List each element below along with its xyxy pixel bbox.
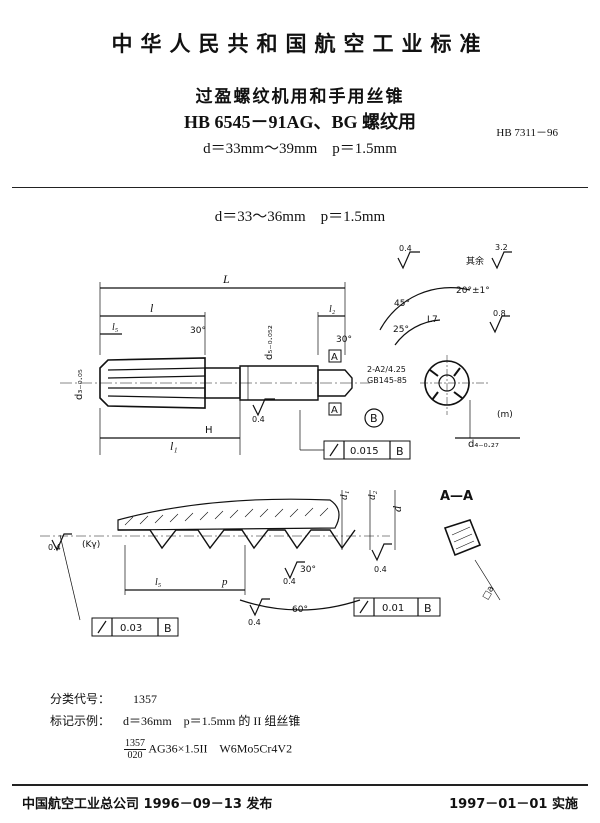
tap-side-view: L l l₅ l₂ l₁ d₃₋₀.₀₅ d₅₋₀.₀₅₂ (60, 272, 411, 460)
datum-B-circle: B (370, 412, 378, 425)
label-L7: L7 (427, 315, 438, 325)
angle-25: 25° (393, 325, 409, 335)
classification-label: 分类代号： (50, 692, 111, 706)
roughness-04-c: 0.4 (283, 577, 296, 586)
standard-header: 中华人民共和国航空工业标准 (111, 32, 489, 56)
roughness-04-b: 0.4 (48, 543, 61, 552)
issued-date: 中国航空工业总公司 1996－09－13 发布 (22, 797, 273, 812)
angle-30-profile: 30° (300, 565, 316, 575)
fraction-denominator: 020 (127, 750, 143, 761)
mark-example-label: 标记示例： (50, 714, 111, 728)
dim-d: d (390, 505, 404, 512)
header-divider (12, 187, 588, 188)
roughness-04-d: 0.4 (248, 618, 261, 627)
angle-30-2: 30° (336, 335, 352, 345)
label-ky: (Kγ) (82, 540, 100, 550)
tolerance-003: 0.03 (120, 623, 142, 634)
dim-d2: d₂ (366, 491, 378, 501)
tolerance-datum-B3: B (424, 602, 432, 615)
mark-example-row: 标记示例： d＝36mm p＝1.5mm 的 II 组丝锥 (50, 712, 300, 729)
dim-d1: d₁ (338, 491, 350, 501)
mark-fraction: 1357 020 (124, 738, 146, 761)
roughness-32: 3.2 (495, 243, 508, 252)
mark-example-text: d＝36mm p＝1.5mm 的 II 组丝锥 (123, 714, 301, 728)
dim-p: p (221, 576, 228, 588)
label-H: H (205, 425, 213, 436)
tolerance-0015: 0.015 (350, 446, 379, 457)
footer-divider (12, 784, 588, 786)
roughness-04-a: 0.4 (252, 415, 265, 424)
dim-l5-detail: l₅ (155, 577, 162, 588)
title-line-3: d＝33mm～39mm p＝1.5mm (203, 141, 397, 157)
fraction-numerator: 1357 (124, 738, 146, 750)
square-a: □a (481, 584, 497, 601)
angle-20: 20°±1° (456, 286, 490, 296)
section-A-top: A (331, 352, 338, 363)
classification-row: 分类代号： 1357 (50, 690, 157, 707)
tolerance-001: 0.01 (382, 603, 404, 614)
angle-45: 45° (394, 299, 410, 309)
tap-technical-drawing: L l l₅ l₂ l₁ d₃₋₀.₀₅ d₅₋₀.₀₅₂ (40, 243, 520, 637)
effective-date: 1997－01－01 实施 (449, 797, 578, 812)
dim-d3: d₃₋₀.₀₅ (74, 369, 85, 400)
dim-d5: d₅₋₀.₀₅₂ (264, 325, 275, 360)
center-hole-note-1: 2-A2/4.25 (367, 365, 406, 374)
classification-value: 1357 (133, 692, 158, 706)
dim-l2: l₂ (329, 304, 336, 315)
dim-l5: l₅ (112, 322, 119, 333)
mark-code: AG36×1.5II W6Mo5Cr4V2 (148, 741, 293, 756)
roughness-rest-label: 其余 (466, 255, 484, 267)
range-subtitle: d＝33～36mm p＝1.5mm (214, 209, 386, 225)
roughness-08: 0.8 (493, 309, 506, 318)
dim-L: L (222, 272, 230, 286)
thread-profile-detail: d₁ d₂ d l₅ p (Kγ) 0.4 60° 30° 0.4 0.4 0.… (40, 490, 441, 637)
dim-d4: d₄₋₀.₂₇ (468, 439, 499, 450)
center-hole-note-2: GB145-85 (367, 376, 407, 385)
tolerance-datum-B1: B (396, 445, 404, 458)
angle-30-1: 30° (190, 326, 206, 336)
label-m: (m) (497, 410, 513, 420)
angle-60: 60° (292, 605, 308, 615)
dim-l1: l₁ (170, 439, 178, 453)
title-line-2: HB 6545－91AG、BG 螺纹用 (183, 112, 416, 132)
standard-code: HB 7311－96 (496, 127, 558, 139)
roughness-04-e: 0.4 (374, 565, 387, 574)
mark-code-row: 1357 020 AG36×1.5II W6Mo5Cr4V2 (124, 738, 292, 761)
roughness-04-top: 0.4 (399, 244, 412, 253)
tap-end-view: 45° 25° 20°±1° L7 (m) d₄₋₀.₂₇ 0.4 其余 3.2… (379, 243, 520, 450)
section-A-A: A—A □a (440, 489, 501, 602)
title-line-1: 过盈螺纹机用和手用丝锥 (195, 87, 405, 107)
tolerance-datum-B2: B (164, 622, 172, 635)
section-A-A-label: A—A (440, 489, 473, 504)
dim-l: l (150, 301, 154, 315)
section-A-bottom: A (331, 405, 338, 416)
